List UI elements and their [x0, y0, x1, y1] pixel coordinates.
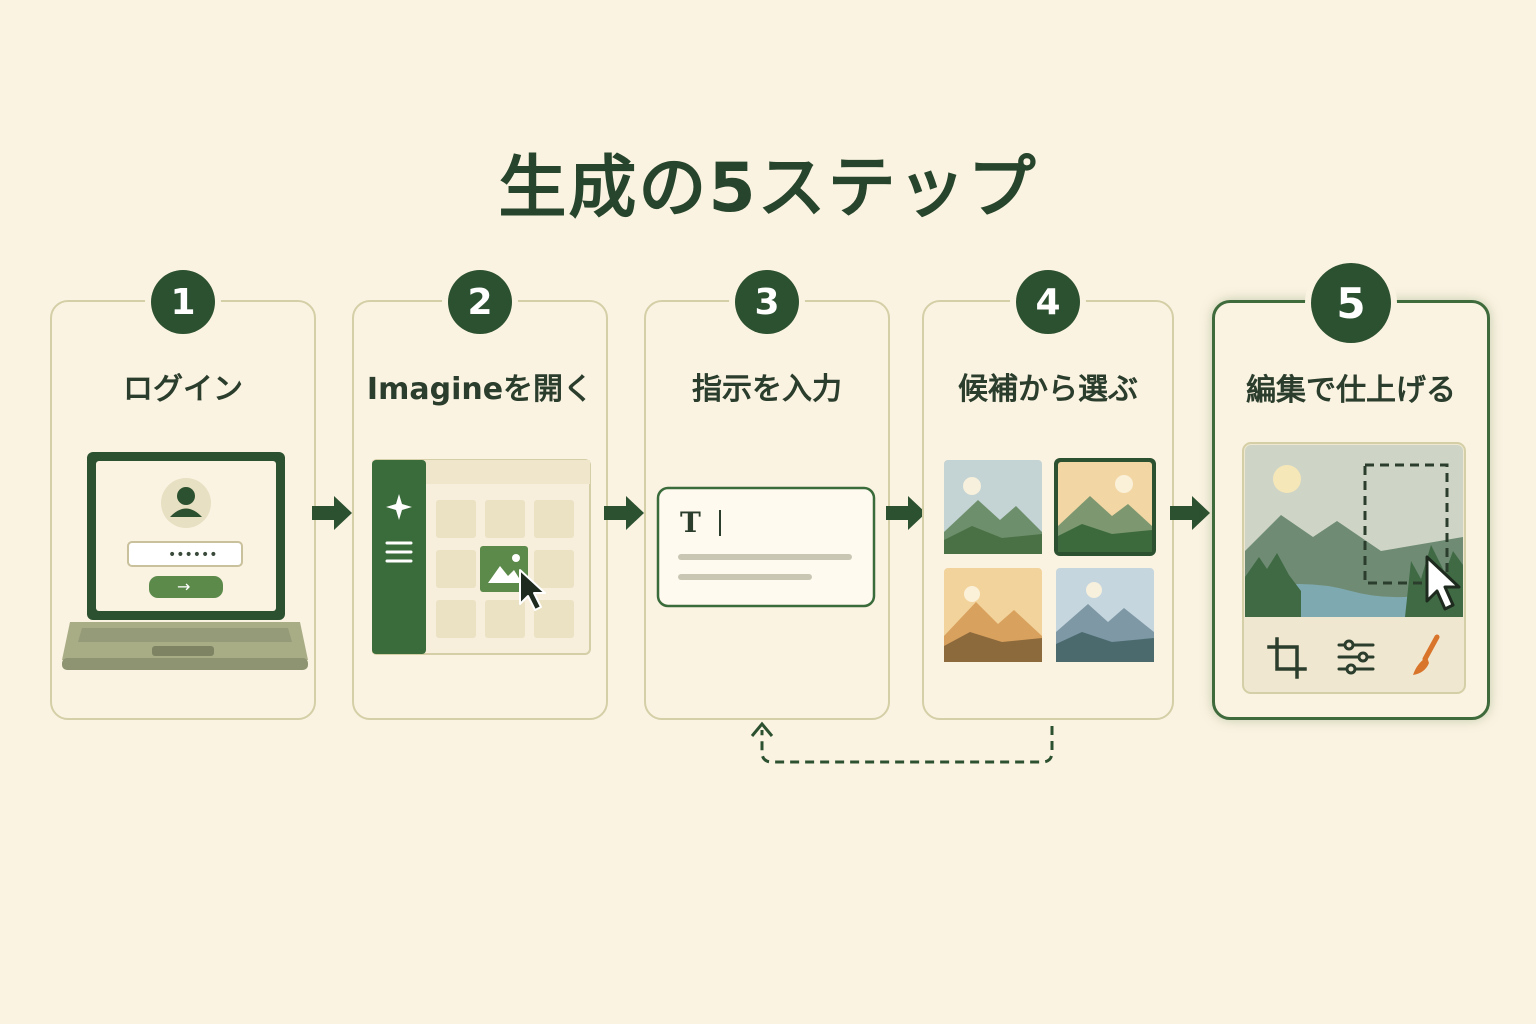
- menu-icon: [385, 541, 413, 563]
- laptop-login-illustration: •••••• →: [62, 452, 308, 670]
- image-icon: [480, 546, 528, 592]
- step-card-5: 5 編集で仕上げる: [1212, 263, 1490, 720]
- prompt-box-illustration: T: [656, 486, 876, 608]
- selection-marquee: [1363, 463, 1449, 585]
- cursor-icon: [519, 569, 546, 611]
- candidate-image-3: [944, 568, 1042, 662]
- brush-icon: [1413, 634, 1440, 675]
- app-window-illustration: [372, 459, 591, 655]
- step-label-3: 指示を入力: [692, 372, 842, 407]
- sparkle-icon: [386, 494, 412, 520]
- step-label-5: 編集で仕上げる: [1246, 373, 1456, 408]
- arrow-2-to-3: [604, 496, 644, 530]
- step-label-2: Imagineを開く: [366, 372, 594, 407]
- sliders-icon: [1337, 639, 1375, 675]
- arrow-3-to-4: [886, 496, 926, 530]
- step-label-4: 候補から選ぶ: [958, 372, 1138, 407]
- page-title: 生成の5ステップ: [498, 149, 1038, 228]
- step-badge-2: 2: [448, 270, 512, 334]
- crop-icon: [1267, 637, 1307, 679]
- candidate-image-2-selected: [1054, 458, 1156, 556]
- candidate-image-1: [944, 460, 1042, 554]
- step-badge-5: 5: [1311, 263, 1391, 343]
- text-icon: T: [680, 506, 701, 539]
- submit-arrow: →: [177, 577, 190, 596]
- editor-illustration: [1242, 442, 1466, 694]
- step-card-2: 2 Imagineを開く: [352, 270, 608, 720]
- candidate-grid-illustration: [944, 458, 1156, 662]
- candidate-image-4: [1056, 568, 1154, 662]
- step-card-4: 4 候補から選ぶ: [922, 270, 1174, 720]
- step-badge-4: 4: [1016, 270, 1080, 334]
- arrow-1-to-2: [312, 496, 352, 530]
- password-field: [127, 541, 243, 567]
- step-badge-1: 1: [151, 270, 215, 334]
- step-card-3: 3 指示を入力 T: [644, 270, 890, 720]
- step-card-1: 1 ログイン •••••• →: [50, 270, 316, 720]
- feedback-loop-arrow: [750, 721, 1054, 764]
- cursor-icon: [1425, 555, 1461, 611]
- step-badge-3: 3: [735, 270, 799, 334]
- password-mask: ••••••: [168, 547, 218, 563]
- user-icon: [161, 478, 211, 528]
- step-label-1: ログイン: [123, 372, 243, 407]
- submit-button: [149, 576, 223, 598]
- arrow-4-to-5: [1170, 496, 1210, 530]
